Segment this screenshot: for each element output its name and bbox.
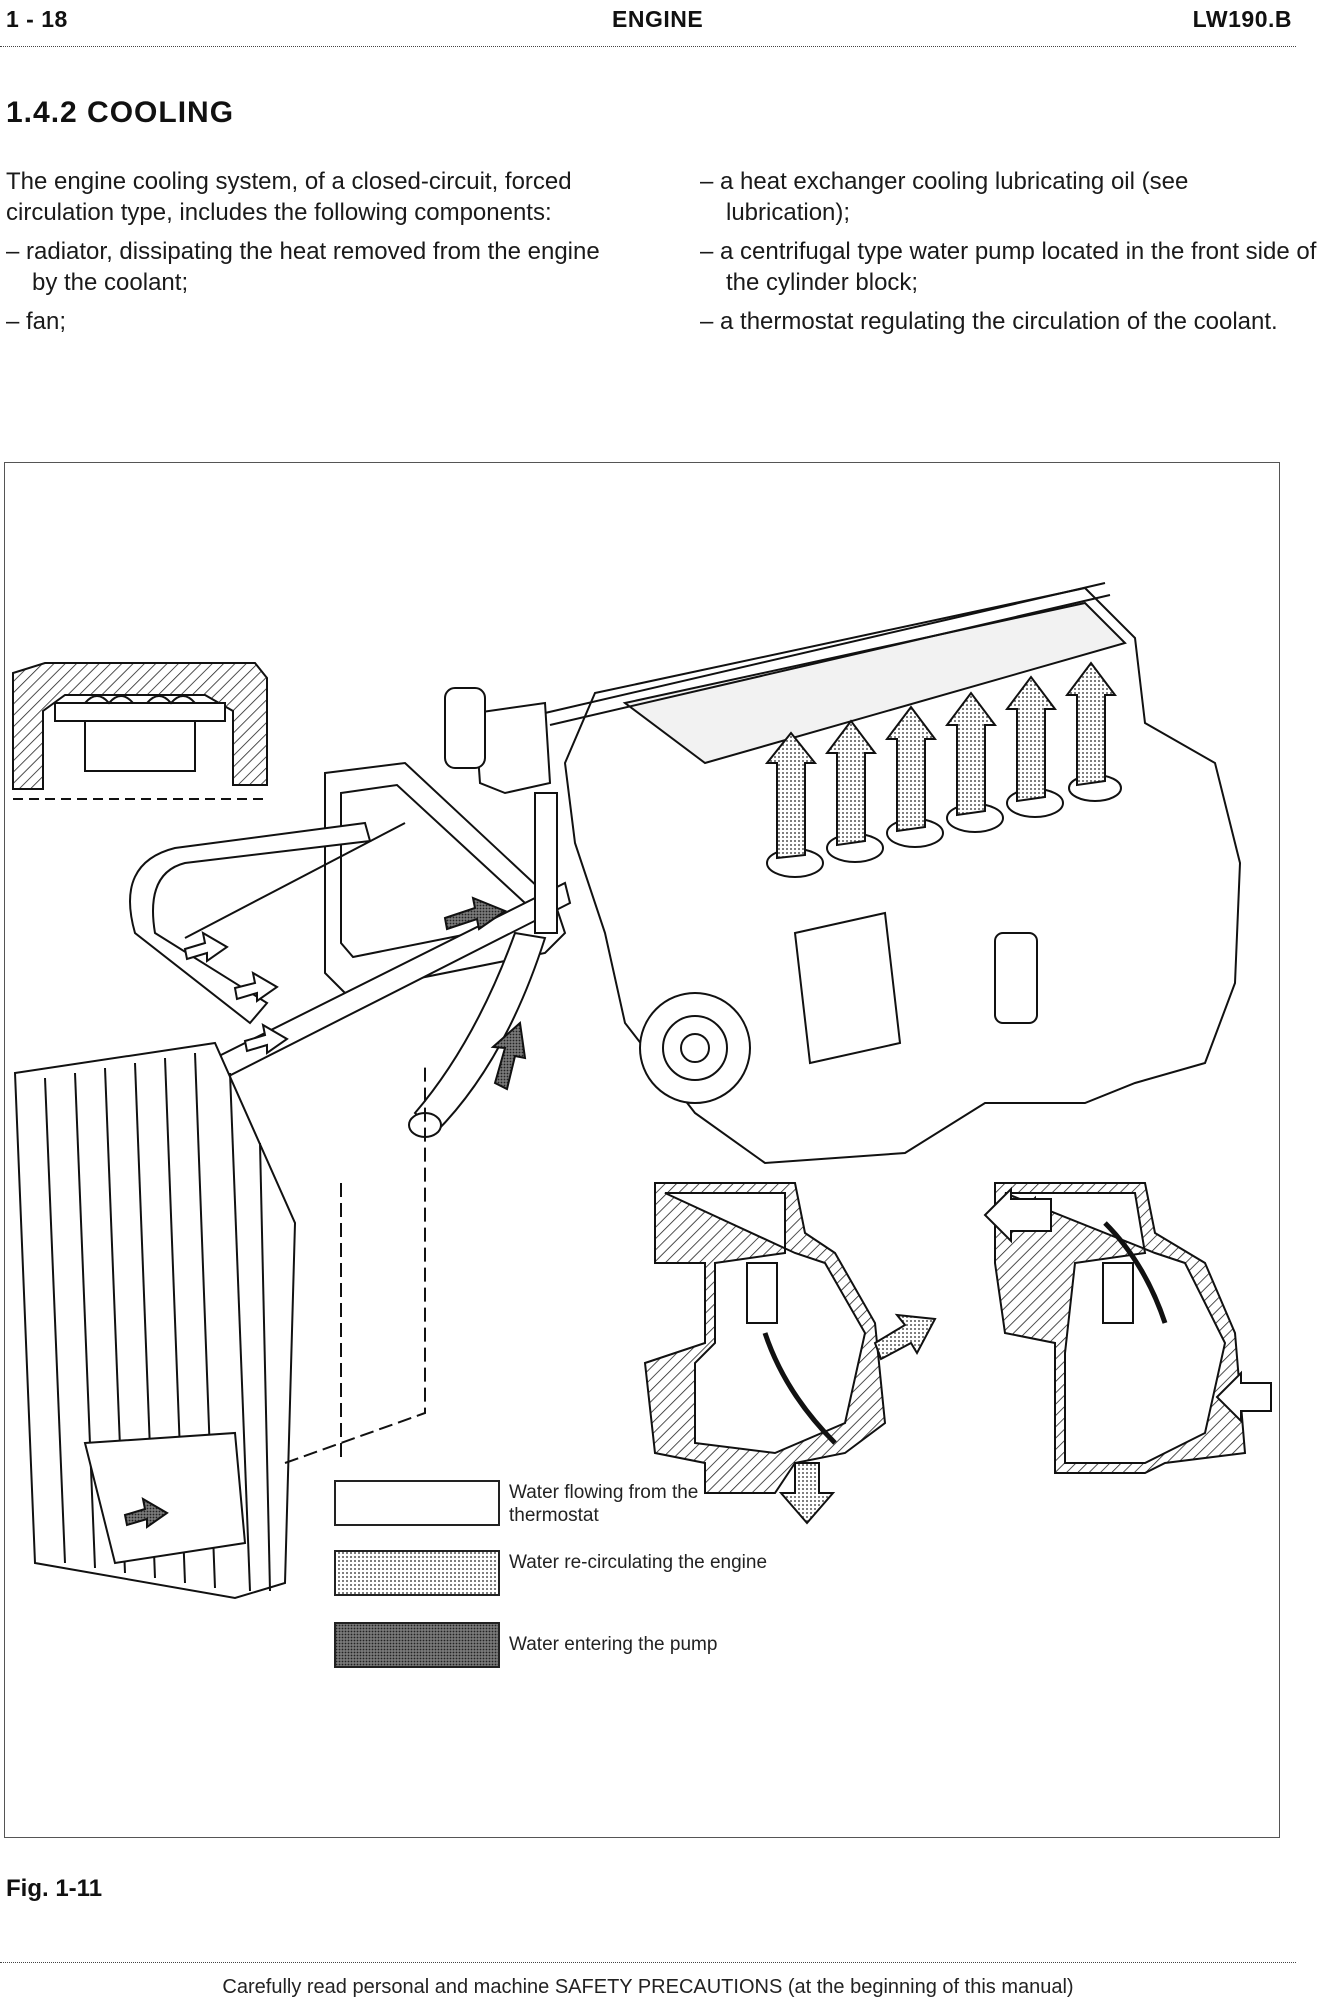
page-number: 1 - 18	[6, 6, 68, 32]
legend-swatch-pump	[334, 1622, 500, 1668]
legend-label: Water flowing from the thermostat	[509, 1482, 699, 1526]
cooling-system-illustration	[12, 582, 1272, 1668]
engine-block	[444, 582, 1242, 1165]
legend-swatch-thermostat	[334, 1480, 500, 1526]
coolant-hoses	[129, 761, 572, 1138]
section-title: 1.4.2 COOLING	[6, 96, 235, 129]
radiator	[13, 1041, 426, 1600]
intro-paragraph: The engine cooling system, of a closed-c…	[6, 168, 572, 226]
page-header: 1 - 18 ENGINE LW190.B	[0, 0, 1320, 44]
thermostat-section-open	[643, 1182, 937, 1525]
list-item: – a centrifugal type water pump located …	[700, 238, 1317, 296]
header-rule	[0, 46, 1296, 47]
list-item: – radiator, dissipating the heat removed…	[6, 238, 600, 296]
left-column: The engine cooling system, of a closed-c…	[6, 166, 618, 345]
section-heading: ENGINE	[612, 6, 704, 32]
list-item: – fan;	[6, 308, 67, 335]
footer-rule	[0, 1962, 1296, 1963]
legend-label: Water entering the pump	[509, 1634, 718, 1655]
legend-label: Water re-circulating the engine	[509, 1552, 768, 1573]
figure-caption: Fig. 1-11	[6, 1875, 103, 1902]
right-column: – a heat exchanger cooling lubricating o…	[700, 166, 1318, 345]
list-item: – a heat exchanger cooling lubricating o…	[700, 168, 1189, 226]
legend	[334, 1480, 500, 1668]
flow-arrows	[183, 822, 527, 1091]
figure-frame: Water flowing from the thermostat Water …	[4, 462, 1280, 1838]
radiator-cap-detail	[12, 662, 268, 800]
legend-swatch-recirculating	[334, 1550, 500, 1596]
list-item: – a thermostat regulating the circulatio…	[700, 308, 1278, 335]
model-code: LW190.B	[1192, 6, 1292, 32]
thermostat-section-closed	[983, 1182, 1272, 1474]
safety-footer: Carefully read personal and machine SAFE…	[222, 1976, 1074, 1998]
